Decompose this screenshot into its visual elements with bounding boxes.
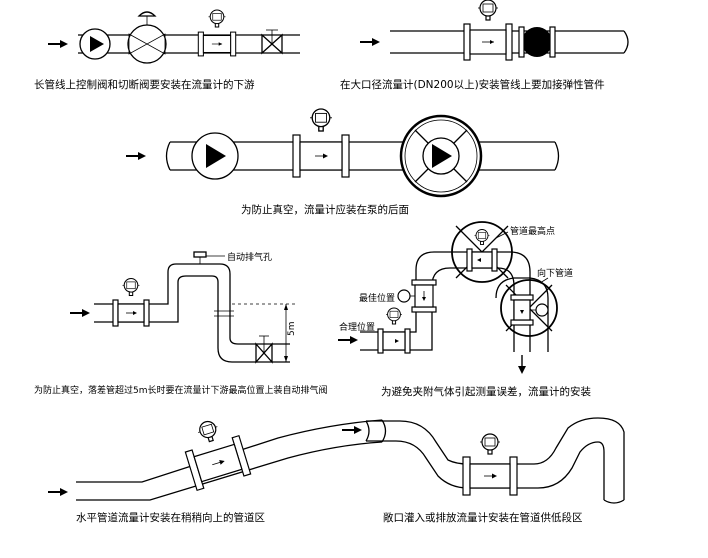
pump-icon [191, 132, 239, 180]
flowmeter-reasonable-icon [377, 307, 411, 354]
label-reasonable-position: 合理位置 [339, 321, 375, 333]
flowmeter-icon [184, 418, 252, 492]
caption-4: 为防止真空，落差管超过5m长时要在流量计下游最高位置上装自动排气阀 [34, 384, 328, 396]
caption-2: 在大口径流量计(DN200以上)安装管线上要加接弹性管件 [340, 78, 605, 91]
diagram-5: 合理位置 最佳位置 管道最高点 [337, 221, 591, 398]
control-valve-icon [127, 11, 167, 64]
label-pipe-highest: 管道最高点 [510, 225, 555, 237]
flow-arrow [47, 487, 69, 497]
flexible-joint-icon [518, 26, 556, 58]
caption-6: 水平管道流量计安装在稍稍向上的管道区 [76, 511, 265, 524]
valve-circle-icon [399, 114, 483, 198]
caption-5: 为避免夹附气体引起测量误差，流量计的安装 [381, 385, 591, 398]
diagram-4: 自动排气孔 5m 为防止真空，落差管超过5m长时要在流量计下游最高位置上装自动排… [34, 251, 328, 396]
label-downward-pipe: 向下管道 [537, 267, 573, 279]
label-auto-vent: 自动排气孔 [227, 251, 272, 263]
caption-7: 敞口灌入或排放流量计安装在管道供低段区 [383, 511, 583, 524]
flow-arrow [69, 308, 91, 318]
flowmeter-best-icon [397, 279, 437, 313]
flow-arrow [341, 425, 363, 435]
flow-arrow [359, 37, 381, 47]
auto-vent-icon [193, 251, 207, 264]
pump-icon [79, 28, 111, 60]
flow-arrow [47, 39, 69, 49]
flowmeter-icon [462, 433, 518, 496]
flowmeter-icon [198, 10, 235, 56]
diagram-2: 在大口径流量计(DN200以上)安装管线上要加接弹性管件 [340, 0, 629, 91]
label-5m: 5m [287, 322, 297, 337]
shutoff-valve-icon [261, 29, 283, 55]
diagram-7: 敞口灌入或排放流量计安装在管道供低段区 [341, 417, 625, 524]
pipe-highest-circle-icon [451, 221, 513, 283]
caption-3: 为防止真空，流量计应装在泵的后面 [241, 203, 409, 216]
flowmeter-icon [292, 108, 350, 178]
diagram-6: 水平管道流量计安装在稍稍向上的管道区 [47, 418, 387, 524]
flowmeter-icon [463, 0, 513, 61]
flowmeter-icon [112, 277, 150, 327]
flow-arrow [337, 335, 359, 345]
flow-arrow [125, 151, 147, 161]
diagram-3: 为防止真空，流量计应装在泵的后面 [125, 108, 560, 216]
valve-icon [255, 335, 273, 364]
caption-1: 长管线上控制阀和切断阀要安装在流量计的下游 [34, 78, 255, 91]
diagram-1: 长管线上控制阀和切断阀要安装在流量计的下游 [34, 10, 300, 91]
downward-pipe-circle-icon [500, 279, 558, 337]
label-best-position: 最佳位置 [359, 292, 395, 304]
